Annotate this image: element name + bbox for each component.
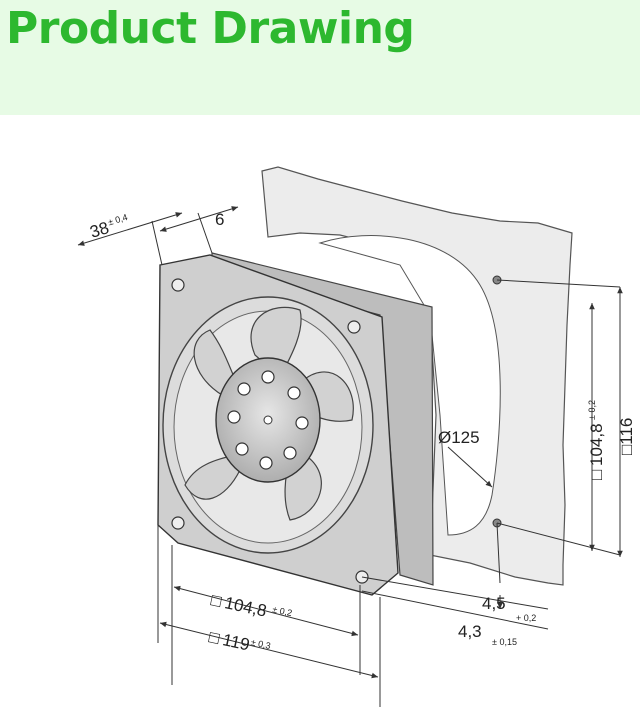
corner-mount-holes (171, 278, 369, 584)
product-drawing: 38 ± 0,4 6 Ø125 □ 104,8 ± 0,2 □116 4,5 +… (0, 115, 640, 710)
dim-hole-b-tol: ± 0,15 (492, 637, 517, 647)
dim-hole-b-value: 4,3 (458, 622, 482, 641)
dim-diameter: Ø125 (438, 428, 480, 447)
page-title: Product Drawing (6, 3, 415, 54)
dim-mount-v-tol: ± 0,2 (587, 400, 597, 420)
dim-outer-h-prefix: □ (207, 627, 221, 648)
dim-hole-a-tol: + 0,2 (516, 613, 536, 623)
dim-depth-tol: ± 0,4 (107, 212, 129, 227)
dim-mount-v-value: 104,8 (587, 423, 606, 466)
dim-mount-h-value: 104,8 (223, 593, 269, 620)
dim-hole-b: 4,3 ± 0,15 (458, 622, 517, 647)
dim-outer-h-value: 119 (221, 630, 251, 654)
dim-hole-a: 4,5 + 0,2 (482, 594, 536, 623)
dim-mount-horizontal: □ 104,8 ± 0,2 (209, 590, 293, 620)
dim-mount-v-prefix: □ (587, 470, 606, 480)
dim-mount-h-tol: ± 0,2 (271, 604, 293, 618)
dim-hole-a-value: 4,5 (482, 594, 506, 613)
dim-outer-h-tol: ± 0,3 (250, 637, 272, 651)
panel-cutout (318, 235, 501, 536)
dim-depth: 38 ± 0,4 (88, 212, 129, 242)
dim-mount-vertical: □ 104,8 ± 0,2 (587, 400, 606, 480)
dim-flange-thickness: 6 (215, 210, 224, 229)
drawing-svg: 38 ± 0,4 6 Ø125 □ 104,8 ± 0,2 □116 4,5 +… (77, 166, 636, 707)
hub-holes (227, 370, 309, 470)
header-banner: Product Drawing (0, 0, 640, 115)
dim-mount-h-prefix: □ (209, 590, 223, 611)
dim-outer-vertical: □116 (617, 418, 636, 455)
dim-depth-value: 38 (88, 218, 112, 242)
dim-outer-horizontal: □ 119 ± 0,3 (207, 627, 272, 654)
hub-center-icon (263, 415, 273, 425)
